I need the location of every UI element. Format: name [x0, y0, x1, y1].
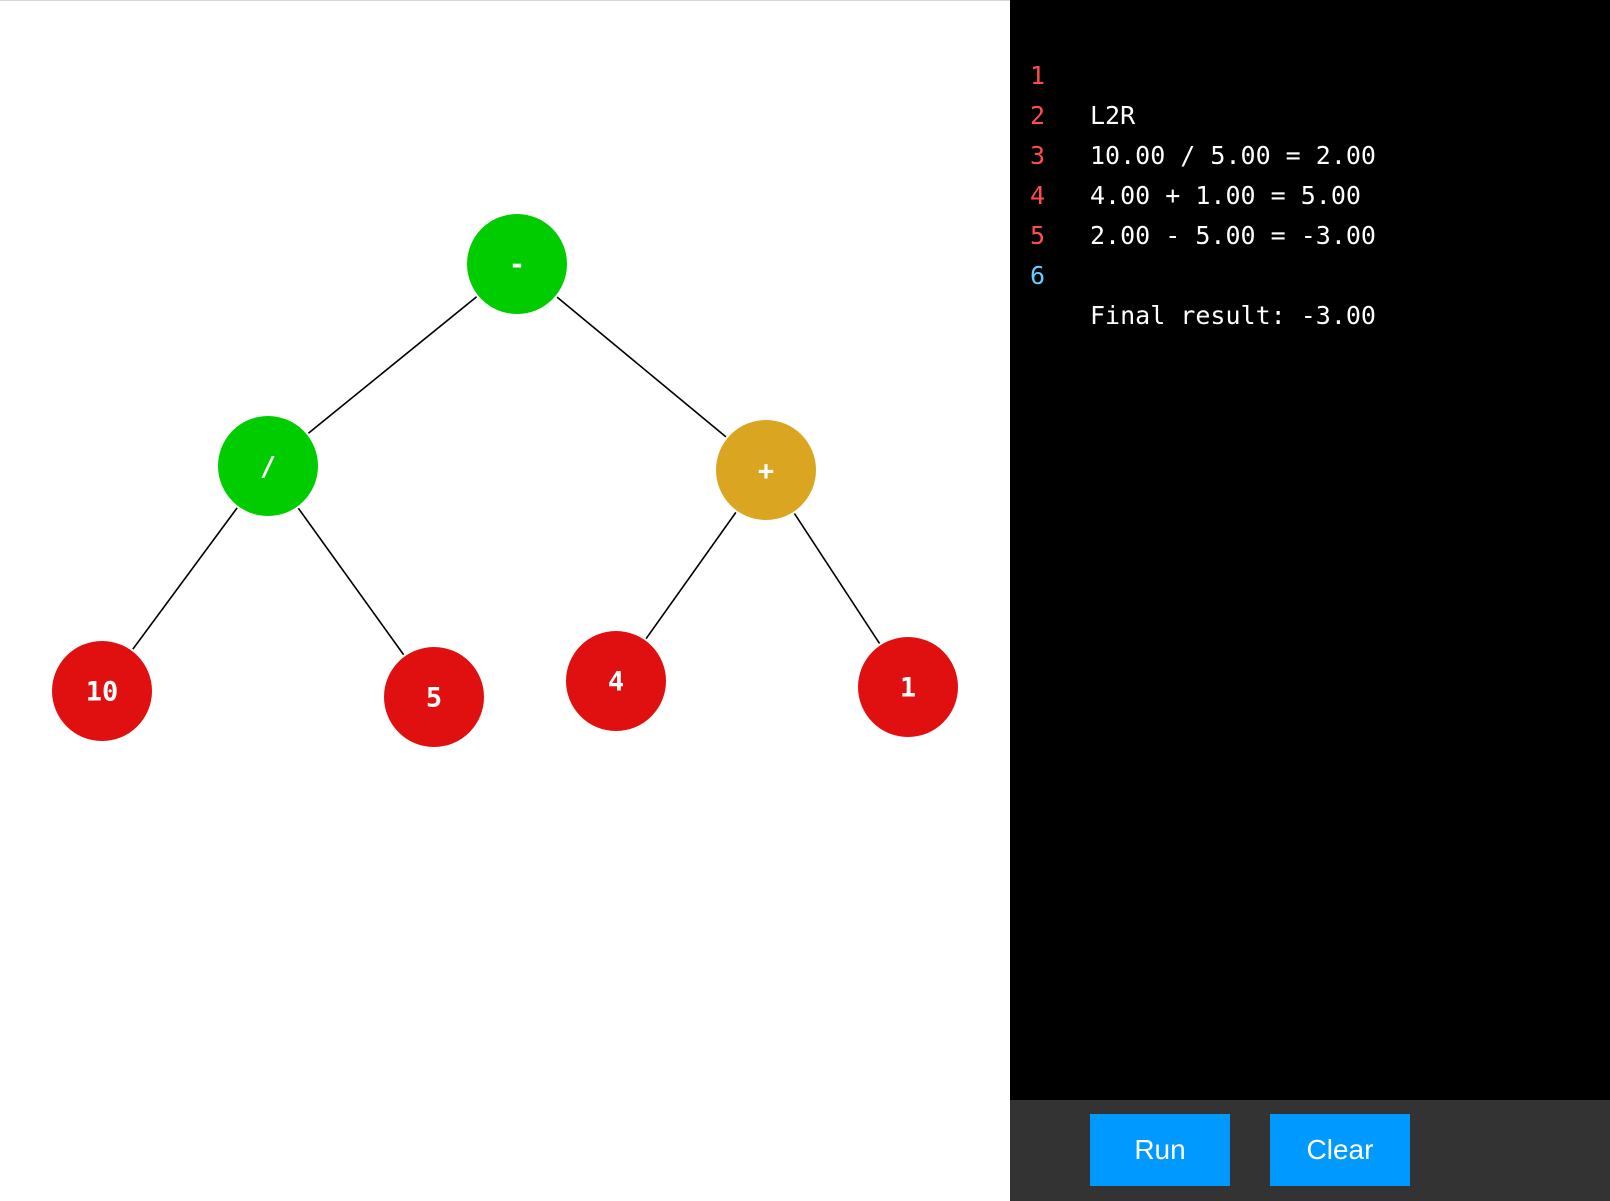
- tree-edge-root-to-right: [556, 296, 727, 438]
- tree-node-right-right[interactable]: 1: [858, 637, 958, 737]
- console-output: 1 L2R 2 10.00 / 5.00 = 2.00 3 4.00 + 1.0…: [1010, 0, 1610, 1100]
- node-label: 5: [426, 683, 442, 714]
- line-number: 6: [1030, 261, 1046, 290]
- tree-edge-right-to-right-left: [645, 511, 737, 640]
- line-number: 5: [1030, 221, 1046, 250]
- tree-edge-right-to-right-right: [793, 513, 881, 644]
- line-number: 1: [1030, 61, 1046, 90]
- console-line-6: 6 Final result: -3.00: [1010, 216, 1376, 330]
- line-number: 4: [1030, 181, 1046, 210]
- clear-button[interactable]: Clear: [1270, 1114, 1410, 1186]
- line-text: 4.00 + 1.00 = 5.00: [1090, 181, 1361, 210]
- tree-node-left[interactable]: /: [218, 416, 318, 516]
- line-text: Final result: -3.00: [1090, 301, 1376, 330]
- node-label: 1: [900, 673, 916, 704]
- console-line-2: 2 10.00 / 5.00 = 2.00: [1010, 56, 1376, 170]
- line-text: 2.00 - 5.00 = -3.00: [1090, 221, 1376, 250]
- tree-node-root[interactable]: -: [467, 214, 567, 314]
- top-border: [0, 0, 1010, 1]
- tree-edge-left-to-left-right: [297, 507, 405, 656]
- node-label: +: [758, 456, 774, 487]
- node-label: 4: [608, 667, 624, 698]
- console-line-5: 5: [1010, 176, 1070, 250]
- node-circle: [52, 641, 152, 741]
- node-label: 10: [86, 677, 119, 708]
- run-button[interactable]: Run: [1090, 1114, 1230, 1186]
- node-circle: [716, 420, 816, 520]
- node-circle: [566, 631, 666, 731]
- tree-node-right-left[interactable]: 4: [566, 631, 666, 731]
- tree-node-right[interactable]: +: [716, 420, 816, 520]
- node-circle: [384, 647, 484, 747]
- node-circle: [467, 214, 567, 314]
- console-line-4: 4 2.00 - 5.00 = -3.00: [1010, 136, 1376, 250]
- line-number: 2: [1030, 101, 1046, 130]
- control-toolbar: Run Clear: [1010, 1100, 1610, 1201]
- node-circle: [218, 416, 318, 516]
- tree-edges: [132, 296, 881, 656]
- line-text: 10.00 / 5.00 = 2.00: [1090, 141, 1376, 170]
- tree-node-left-left[interactable]: 10: [52, 641, 152, 741]
- console-line-1: 1 L2R: [1010, 16, 1135, 130]
- line-number: 3: [1030, 141, 1046, 170]
- node-label: -: [509, 250, 525, 281]
- node-label: /: [260, 452, 276, 483]
- expression-tree: - / +10 5 4 1: [52, 214, 958, 747]
- tree-edge-root-to-left: [307, 296, 478, 434]
- line-text: L2R: [1090, 101, 1136, 130]
- console-line-3: 3 4.00 + 1.00 = 5.00: [1010, 96, 1361, 210]
- tree-node-left-right[interactable]: 5: [384, 647, 484, 747]
- tree-nodes: - / +10 5 4 1: [52, 214, 958, 747]
- tree-edge-left-to-left-left: [132, 507, 238, 650]
- node-circle: [858, 637, 958, 737]
